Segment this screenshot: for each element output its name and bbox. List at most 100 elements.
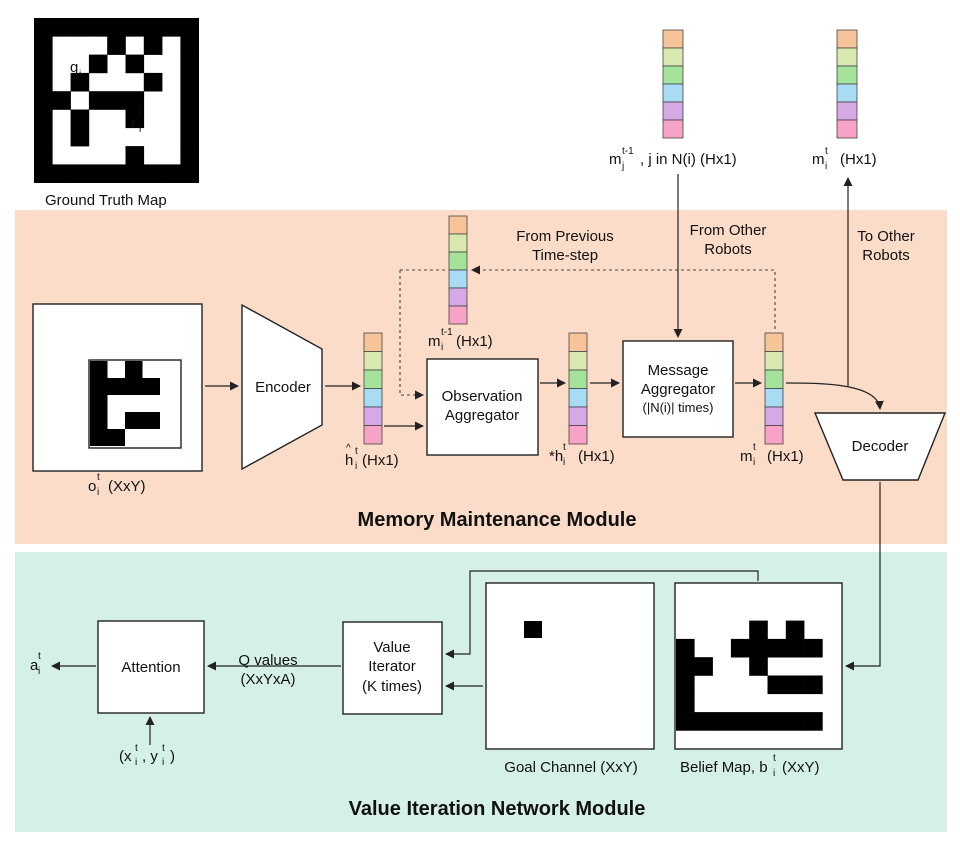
- vector-cell: [836, 119, 858, 139]
- belief-wall-cell: [767, 675, 787, 695]
- wall-cell: [180, 146, 199, 165]
- wall-cell: [107, 164, 126, 183]
- encoder-block: [241, 303, 323, 471]
- wall-cell: [52, 18, 71, 37]
- svg-text:h: h: [345, 452, 353, 469]
- belief-wall-cell: [804, 712, 823, 731]
- wall-cell: [34, 164, 53, 183]
- belief-wall-cell: [749, 638, 768, 658]
- wall-cell: [180, 127, 199, 147]
- svg-text:, j in N(i) (Hx1): , j in N(i) (Hx1): [640, 151, 737, 168]
- observation-wall-cell: [90, 361, 108, 378]
- vector-cell: [836, 101, 858, 121]
- encoder-label: Encoder: [255, 379, 311, 396]
- wall-cell: [125, 164, 145, 183]
- vector-cell: [448, 305, 468, 325]
- svg-text:t: t: [162, 743, 165, 754]
- svg-text:(x: (x: [119, 748, 132, 765]
- svg-text:, y: , y: [142, 748, 158, 765]
- svg-text:g: g: [70, 59, 78, 76]
- connectors: [51, 174, 884, 745]
- wall-cell: [125, 109, 145, 129]
- from-other-robots-label-line2: Robots: [704, 241, 752, 258]
- svg-text:t-1: t-1: [622, 146, 634, 157]
- ground-truth-map: [34, 18, 199, 183]
- svg-text:(XxY): (XxY): [782, 759, 820, 776]
- observation-wall-cell: [90, 412, 108, 429]
- svg-text:m: m: [609, 151, 622, 168]
- attention-box: [97, 620, 205, 714]
- observation-wall-cell: [90, 429, 108, 446]
- vector-cell: [836, 29, 858, 49]
- observation-wall-cell: [90, 395, 108, 412]
- from-other-robots-label: From Other: [690, 222, 767, 239]
- belief-map-label: Belief Map, b t i (XxY): [680, 753, 820, 779]
- wall-cell: [88, 164, 108, 183]
- wall-cell: [34, 36, 53, 55]
- wall-cell: [34, 72, 53, 92]
- svg-text:t: t: [355, 446, 358, 457]
- svg-text:t: t: [753, 442, 756, 453]
- svg-text:(XxY): (XxY): [108, 478, 146, 495]
- svg-text:(Hx1): (Hx1): [362, 452, 399, 469]
- wall-cell: [88, 54, 108, 74]
- observation-wall-cell: [125, 412, 143, 429]
- decoder-to-belief-arrow: [845, 482, 881, 671]
- wall-cell: [143, 18, 163, 37]
- svg-text:r: r: [131, 115, 136, 132]
- vector-cell: [448, 251, 468, 271]
- vector-cell: [363, 369, 383, 389]
- svg-text:m: m: [740, 448, 753, 465]
- svg-text:*h: *h: [549, 448, 563, 465]
- memory-output-label: m t i (Hx1): [740, 442, 804, 468]
- vin-module-title: Value Iteration Network Module: [349, 798, 646, 820]
- svg-text:i: i: [825, 161, 827, 172]
- action-label: a t i: [30, 651, 41, 677]
- goal-marker-label: g i: [70, 59, 81, 80]
- belief-to-valueiter-arrow: [445, 570, 759, 659]
- svg-text:i: i: [79, 69, 81, 80]
- vector-cell: [363, 425, 383, 445]
- vector-cell: [448, 287, 468, 307]
- observation-wall-cell: [142, 412, 160, 429]
- observation-wall-cell: [107, 378, 125, 395]
- value-iterator-label: Value: [373, 639, 410, 656]
- vector-cell: [764, 369, 784, 389]
- vector-cell: [568, 369, 588, 389]
- vector-cell: [363, 351, 383, 371]
- wall-cell: [70, 127, 90, 147]
- svg-text:t: t: [38, 651, 41, 662]
- svg-text:m: m: [812, 151, 825, 168]
- vector-cell: [363, 406, 383, 426]
- vector-cell: [662, 65, 684, 85]
- from-previous-label: From Previous: [516, 228, 614, 245]
- wall-cell: [143, 72, 163, 92]
- robot-marker-label: r t i: [131, 109, 142, 135]
- message-aggregator-label-line2: Aggregator: [641, 381, 715, 398]
- wall-cell: [34, 18, 53, 37]
- observation-aggregator-label-line2: Aggregator: [445, 407, 519, 424]
- svg-text:i: i: [563, 457, 565, 468]
- wall-cell: [88, 18, 108, 37]
- wall-cell: [125, 91, 145, 110]
- svg-text:t-1: t-1: [441, 327, 453, 338]
- vector-cell: [764, 388, 784, 408]
- wall-cell: [180, 36, 199, 55]
- svg-text:t: t: [139, 109, 142, 120]
- belief-wall-cell: [730, 638, 750, 658]
- vector-cell: [363, 388, 383, 408]
- message-aggregator-label: Message: [648, 362, 709, 379]
- svg-text:(Hx1): (Hx1): [578, 448, 615, 465]
- belief-wall-cell: [804, 675, 823, 695]
- wall-cell: [70, 164, 90, 183]
- neighbor-message-vector: [662, 29, 684, 139]
- wall-cell: [34, 109, 53, 129]
- wall-cell: [125, 18, 145, 37]
- ground-truth-caption: Ground Truth Map: [45, 192, 167, 209]
- wall-cell: [70, 18, 90, 37]
- svg-text:(Hx1): (Hx1): [840, 151, 877, 168]
- belief-wall-cell: [694, 712, 713, 731]
- wall-cell: [180, 18, 199, 37]
- svg-text:m: m: [428, 333, 441, 350]
